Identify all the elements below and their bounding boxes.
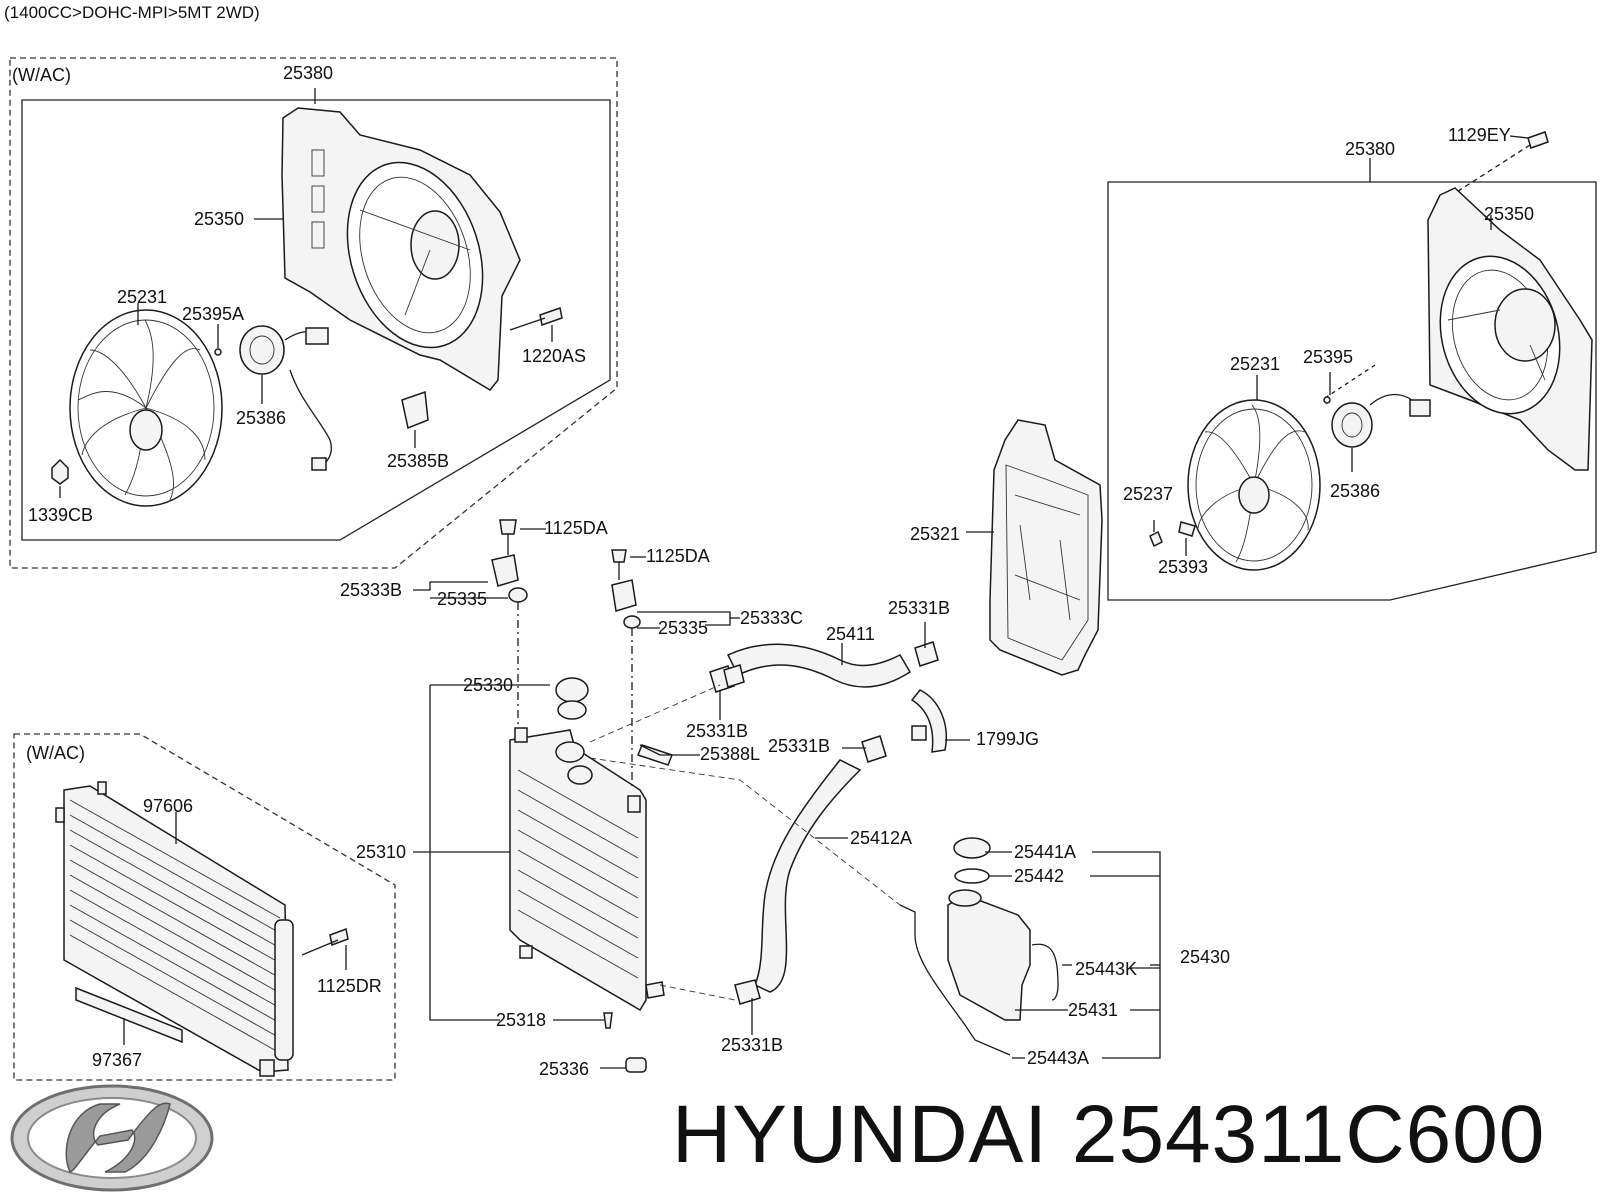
seal-97367: [75, 986, 183, 1044]
part-number: 254311C600: [1071, 1089, 1546, 1180]
label-25412A: 25412A: [850, 828, 912, 848]
label-25431: 25431: [1068, 1000, 1118, 1020]
fan-shroud-right: [1427, 187, 1593, 471]
label-25443K: 25443K: [1075, 959, 1137, 979]
label-25380-right: 25380: [1345, 139, 1395, 159]
label-25336: 25336: [539, 1059, 589, 1079]
label-25331B-top: 25331B: [888, 598, 950, 618]
label-25333B: 25333B: [340, 580, 402, 600]
label-25330: 25330: [463, 675, 513, 695]
label-1220AS: 1220AS: [522, 346, 586, 366]
label-25411: 25411: [826, 624, 875, 644]
clip-1799JG: [911, 725, 927, 741]
fan-assembly-group-right: 25380 1129EY 25350 25231 25395 25386 252…: [1107, 125, 1597, 601]
lower-hose-25412A: [734, 735, 887, 1005]
label-25442: 25442: [1014, 866, 1064, 886]
label-1125DR: 1125DR: [317, 976, 382, 996]
label-25331B-mid: 25331B: [686, 721, 748, 741]
ac-fan-group-label: (W/AC): [12, 65, 71, 85]
label-25331B-right: 25331B: [768, 736, 830, 756]
fan-hardware-left: [51, 307, 563, 498]
reservoir-25430: [899, 837, 1059, 1056]
label-97367: 97367: [92, 1050, 142, 1070]
clamp-25331B-a: [723, 664, 745, 688]
drain-plug-25336: [625, 1057, 647, 1073]
mounting-bracket-25333C: [611, 549, 641, 790]
label-25386-right: 25386: [1330, 481, 1380, 501]
condenser-97606: [55, 781, 294, 1077]
label-25231-right: 25231: [1230, 354, 1280, 374]
engine-spec-header: (1400CC>DOHC-MPI>5MT 2WD): [4, 3, 260, 22]
fan-blade-right: [1149, 375, 1321, 571]
label-25335-left: 25335: [437, 589, 487, 609]
radiator-25310: [509, 727, 665, 1012]
label-25335-right: 25335: [658, 618, 708, 638]
brand-name: HYUNDAI: [672, 1089, 1049, 1180]
ac-fan-group-outline: [9, 57, 618, 569]
label-25441A: 25441A: [1014, 842, 1076, 862]
fan-shroud-left: [281, 88, 521, 391]
label-25350-left: 25350: [194, 209, 244, 229]
label-25388L: 25388L: [700, 744, 760, 764]
label-25350-right: 25350: [1484, 204, 1534, 224]
label-25430: 25430: [1180, 947, 1230, 967]
label-25385B: 25385B: [387, 451, 449, 471]
reservoir-cap-25441A: [953, 837, 991, 859]
mounting-bracket-25333B: [491, 519, 528, 726]
clamp-1799JG: [910, 689, 947, 753]
label-97606: 97606: [143, 796, 193, 816]
label-25321: 25321: [910, 524, 960, 544]
label-1125DA-right: 1125DA: [646, 546, 710, 566]
ac-condenser-group: (W/AC) 97606 1125DR 97367: [13, 733, 396, 1081]
fan-motor-left: [214, 325, 332, 471]
ac-fan-inner-frame: [21, 99, 611, 541]
label-25393: 25393: [1158, 557, 1208, 577]
label-1125DA-left: 1125DA: [544, 518, 608, 538]
label-25333C: 25333C: [740, 608, 803, 628]
hyundai-logo: [10, 1084, 214, 1192]
label-25237: 25237: [1123, 484, 1173, 504]
ac-fan-assembly-group: (W/AC): [9, 57, 618, 569]
fan-group-right-frame: [1107, 181, 1597, 601]
ac-condenser-group-label: (W/AC): [26, 743, 85, 763]
label-25331B-bottom: 25331B: [721, 1035, 783, 1055]
fan-motor-right: [1323, 364, 1431, 472]
label-25386-left: 25386: [236, 408, 286, 428]
label-1799JG: 1799JG: [976, 729, 1039, 749]
upper-hose-25411: [709, 641, 939, 693]
label-25443A: 25443A: [1027, 1048, 1089, 1068]
label-25310: 25310: [356, 842, 406, 862]
label-25380-left: 25380: [283, 63, 333, 83]
air-guard-25321: 25321: [910, 419, 1103, 676]
label-1339CB: 1339CB: [28, 505, 93, 525]
ac-condenser-group-outline: [13, 733, 396, 1081]
fan-blade-left: [69, 303, 223, 507]
label-25231-left: 25231: [117, 287, 167, 307]
label-25318: 25318: [496, 1010, 546, 1030]
reservoir-seal-25442: [954, 868, 990, 884]
brand-caption: HYUNDAI 254311C600: [672, 1088, 1545, 1182]
seal-25388L: [637, 744, 673, 766]
label-25395: 25395: [1303, 347, 1353, 367]
label-1129EY: 1129EY: [1448, 125, 1511, 145]
radiator-cap-25330: [555, 677, 589, 720]
label-25395A: 25395A: [182, 304, 244, 324]
drain-cock-25318: [603, 1012, 613, 1029]
